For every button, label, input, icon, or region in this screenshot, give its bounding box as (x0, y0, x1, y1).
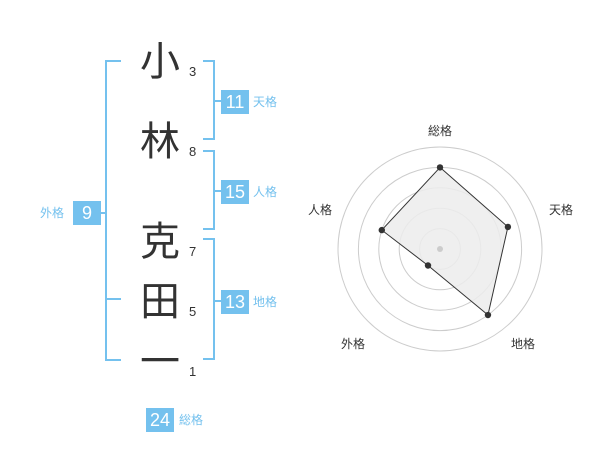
gaikaku-tick (101, 212, 107, 214)
radar-point-2 (484, 311, 492, 319)
radar-point-1 (504, 223, 512, 231)
jinkaku-bracket (203, 150, 215, 230)
radar-axis-label-soukaku: 総格 (428, 124, 453, 138)
soukaku-value: 24 (146, 408, 174, 432)
radar-polygon (381, 166, 509, 316)
soukaku-label: 総格 (179, 413, 204, 427)
radar-axis-label-gaikaku: 外格 (341, 337, 366, 351)
name-char-3: 克 (140, 219, 180, 265)
gaikaku-value: 9 (73, 201, 101, 225)
name-char-4: 田 (140, 279, 180, 325)
gaikaku-bracket-divider (105, 298, 121, 300)
stroke-count-3: 7 (189, 244, 197, 259)
tenkaku-bracket (203, 60, 215, 140)
chikaku-bracket (203, 238, 215, 360)
stroke-count-2: 8 (189, 144, 197, 159)
jinkaku-value: 15 (221, 180, 249, 204)
name-char-5: 一 (140, 339, 180, 385)
stroke-count-1: 3 (189, 64, 197, 79)
tenkaku-tick (215, 100, 221, 102)
name-char-2: 林 (140, 119, 180, 165)
radar-axis-label-jinkaku: 人格 (308, 203, 333, 217)
jinkaku-label: 人格 (253, 185, 278, 199)
radar-point-0 (436, 164, 444, 171)
jinkaku-tick (215, 190, 221, 192)
radar-axis-label-chikaku: 地格 (511, 337, 536, 351)
stroke-count-5: 1 (189, 364, 197, 379)
gaikaku-label: 外格 (40, 206, 65, 220)
chikaku-value: 13 (221, 290, 249, 314)
radar-axis-label-tenkaku: 天格 (549, 203, 574, 217)
chikaku-tick (215, 300, 221, 302)
radar-point-3 (424, 262, 432, 269)
gaikaku-bracket (105, 60, 121, 361)
name-char-1: 小 (140, 39, 180, 85)
tenkaku-label: 天格 (253, 95, 278, 109)
radar-center (437, 246, 443, 252)
stroke-count-4: 5 (189, 304, 197, 319)
tenkaku-value: 11 (221, 90, 249, 114)
chikaku-label: 地格 (253, 295, 278, 309)
radar-point-4 (378, 226, 385, 234)
